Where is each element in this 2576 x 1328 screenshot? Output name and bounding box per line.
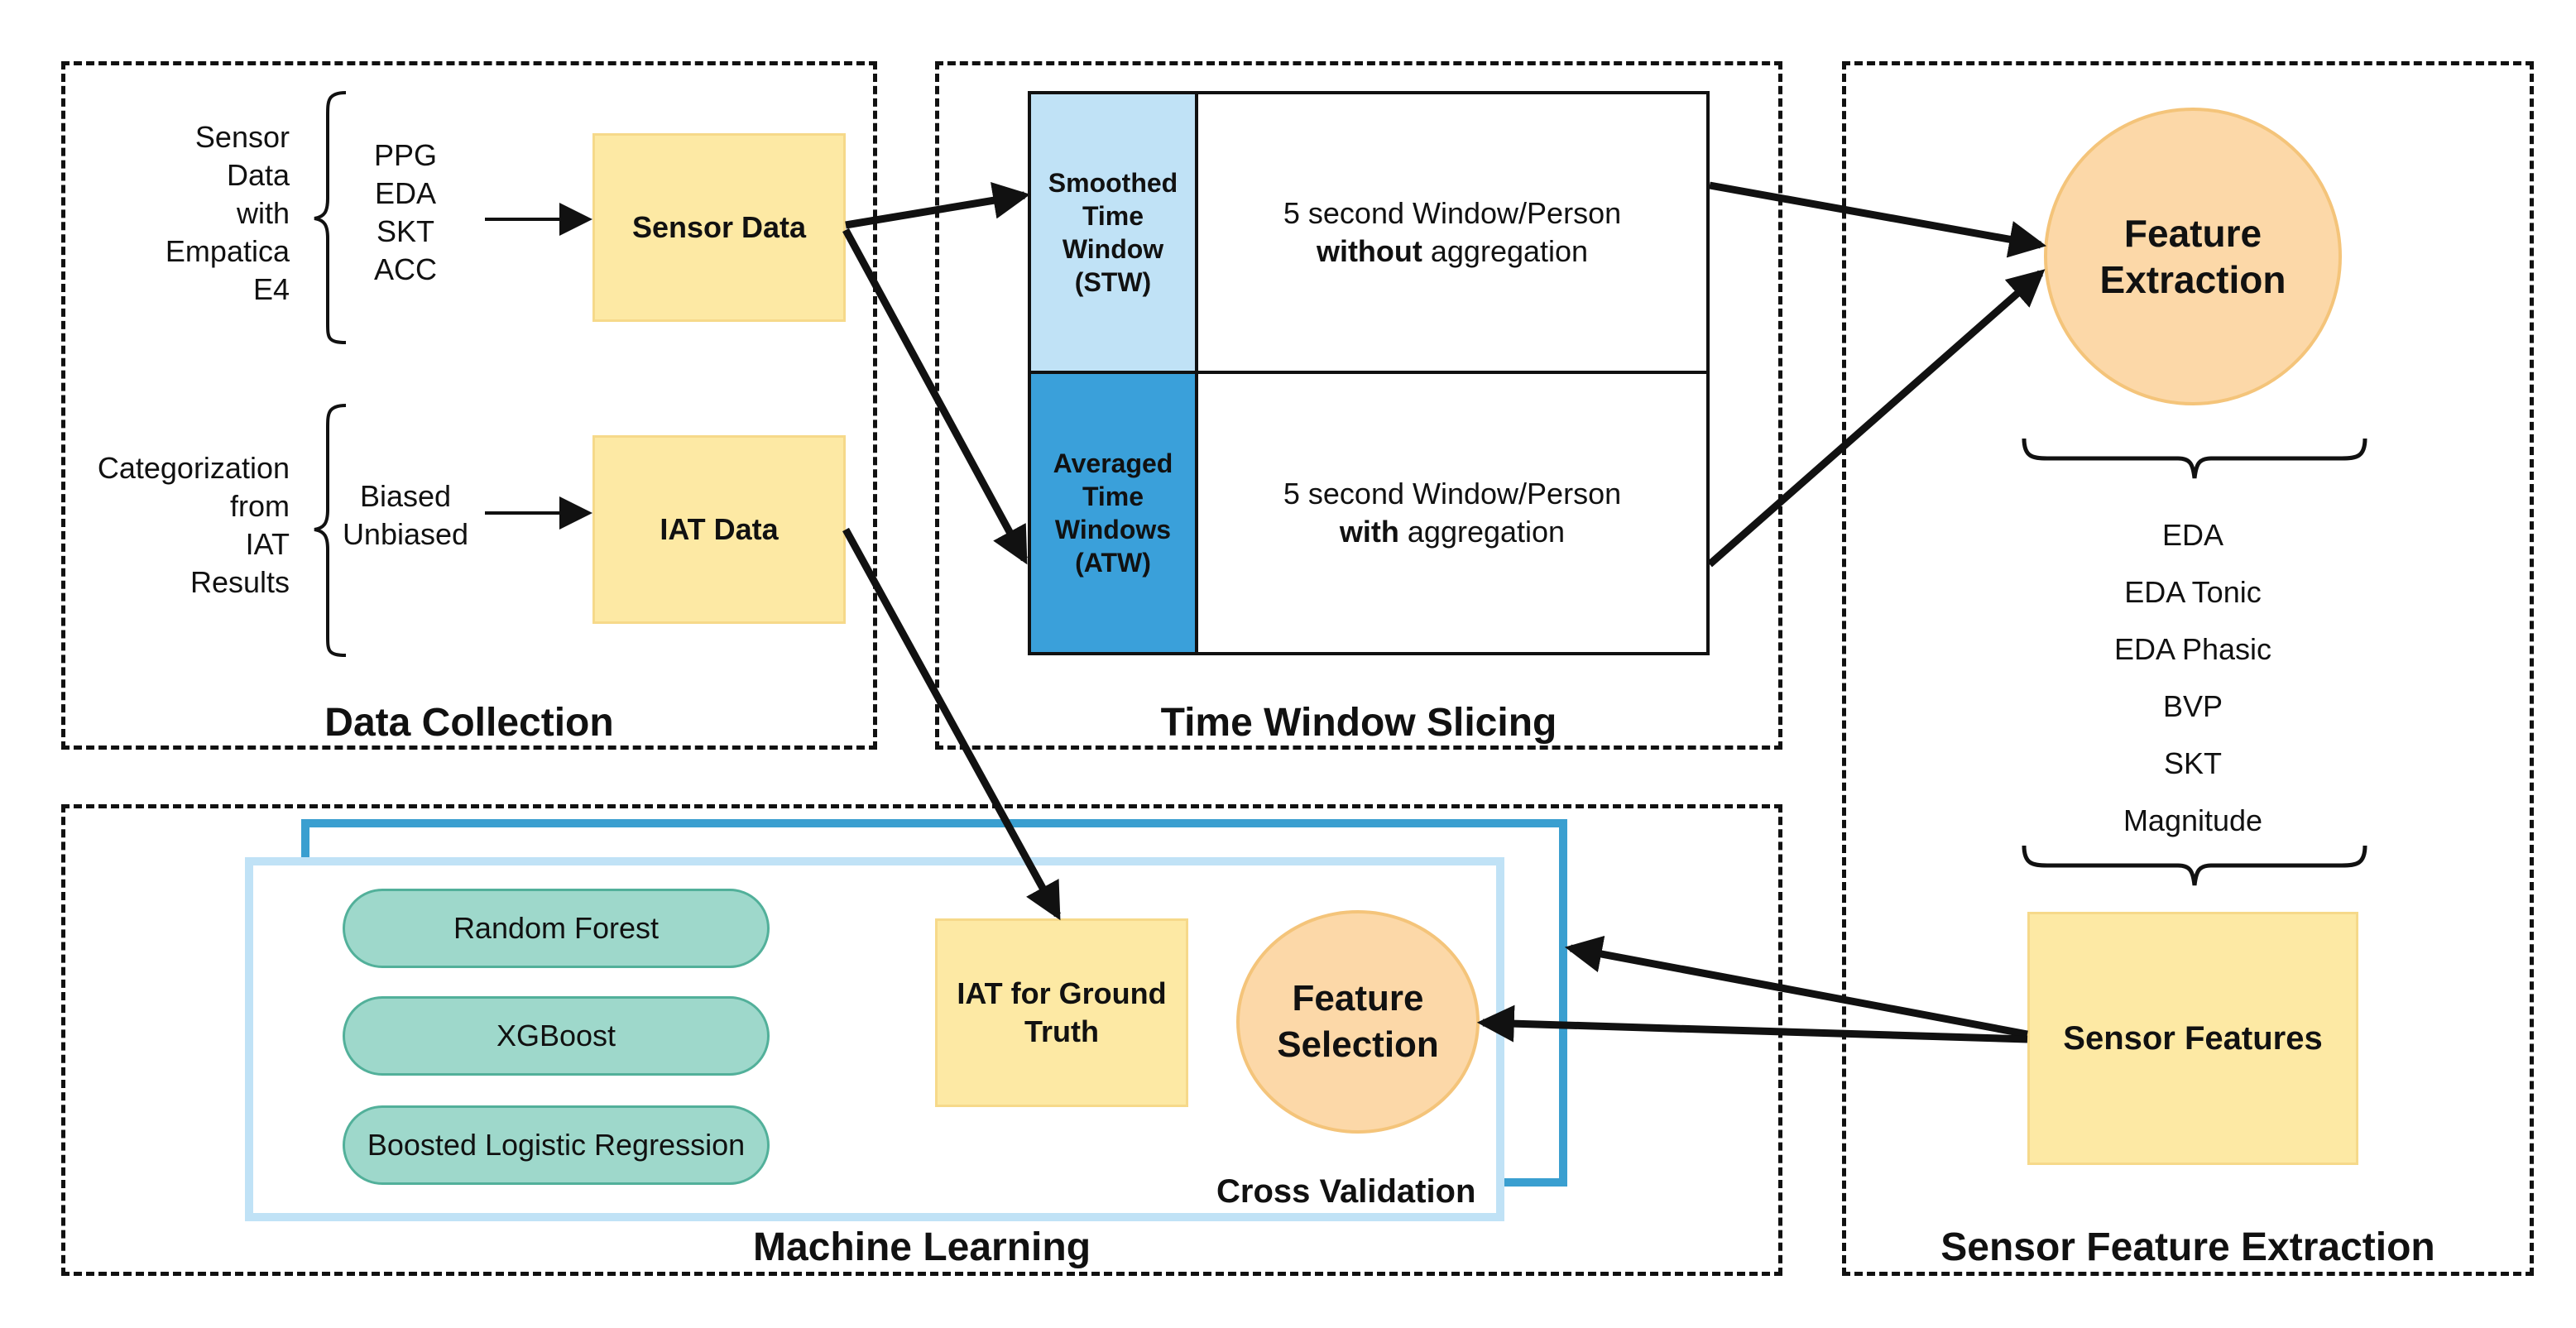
iat-brace-icon: [314, 404, 347, 657]
atw-label-cell: Averaged Time Windows (ATW): [1028, 371, 1198, 655]
time-window-slicing-title: Time Window Slicing: [1160, 701, 1557, 745]
data-collection-title: Data Collection: [324, 701, 614, 745]
iat-classes-list: Biased Unbiased: [342, 479, 469, 551]
data-collection-panel: [61, 61, 877, 750]
sensor-source-label: Sensor Data with Empatica E4: [165, 120, 290, 306]
atw-to-extraction-arrow: [1707, 269, 2046, 568]
top-feature-brace-icon: [2022, 438, 2367, 479]
features-to-cv-arrow: [1564, 935, 2028, 1038]
sensor-brace-icon: [314, 91, 347, 344]
stw-label-cell: Smoothed Time Window (STW): [1028, 91, 1198, 374]
sensor-feature-extraction-panel: [1842, 61, 2534, 1276]
iat-ground-truth-box: IAT for Ground Truth: [935, 918, 1188, 1107]
sensor-to-stw-arrow: [845, 182, 1031, 229]
feature-list: EDA EDA Tonic EDA Phasic BVP SKT Magnitu…: [2027, 506, 2358, 849]
iat-data-box: IAT Data: [592, 435, 846, 624]
sensor-signals-list: PPG EDA SKT ACC: [373, 138, 438, 286]
iat-source-label: Categorization from IAT Results: [97, 451, 290, 599]
feature-item: EDA: [2161, 518, 2224, 552]
cross-validation-label: Cross Validation: [1216, 1173, 1476, 1210]
stw-description-cell: 5 second Window/Person without aggregati…: [1195, 91, 1710, 374]
sensor-to-atw-arrow: [842, 228, 1028, 565]
feature-item: EDA Tonic: [2124, 575, 2262, 609]
atw-description-cell: 5 second Window/Person with aggregation: [1195, 371, 1710, 655]
iat-to-ground-truth-arrow: [842, 527, 1061, 921]
bottom-feature-brace-icon: [2022, 845, 2367, 886]
model-xgboost: XGBoost: [343, 996, 770, 1076]
feature-extraction-circle: Feature Extraction: [2044, 108, 2342, 405]
feature-item: BVP: [2162, 689, 2223, 723]
sensor-feature-extraction-title: Sensor Feature Extraction: [1940, 1225, 2435, 1269]
model-boosted-logistic-regression: Boosted Logistic Regression: [343, 1105, 770, 1185]
feature-item: EDA Phasic: [2113, 632, 2272, 666]
feature-item: SKT: [2163, 746, 2222, 780]
sensor-data-box: Sensor Data: [592, 133, 846, 322]
model-random-forest: Random Forest: [343, 889, 770, 968]
stw-to-extraction-arrow: [1709, 181, 2047, 258]
feature-item: Magnitude: [2123, 803, 2263, 837]
machine-learning-title: Machine Learning: [752, 1225, 1091, 1269]
sensor-features-box: Sensor Features: [2027, 912, 2358, 1165]
features-to-selection-arrow: [1476, 1004, 2028, 1043]
machine-learning-panel: [61, 804, 1782, 1276]
